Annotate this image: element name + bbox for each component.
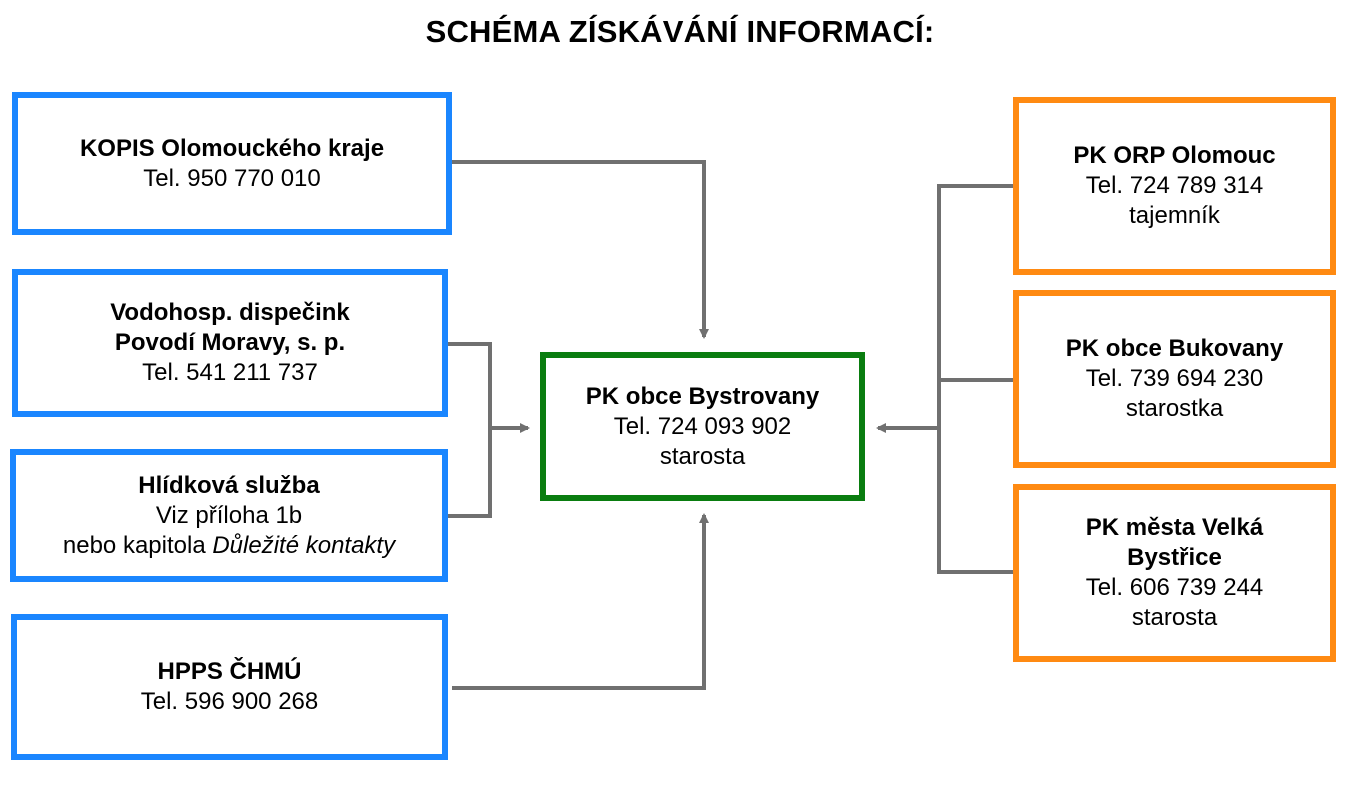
contact-box-velka-bystrice: PK města Velká Bystřice Tel. 606 739 244… xyxy=(1013,484,1336,662)
source-phone: Tel. 541 211 737 xyxy=(142,359,318,386)
source-note-prefix: nebo kapitola xyxy=(62,531,213,559)
source-phone: Tel. 950 770 010 xyxy=(143,164,321,192)
contact-role: starostka xyxy=(1125,395,1224,422)
contact-box-bukovany: PK obce Bukovany Tel. 739 694 230 staros… xyxy=(1013,290,1336,468)
contact-name: PK ORP Olomouc xyxy=(1073,142,1276,169)
contact-phone: Tel. 724 789 314 xyxy=(1085,172,1264,199)
center-phone: Tel. 724 093 902 xyxy=(613,412,792,440)
contact-role: starosta xyxy=(1131,604,1218,631)
source-note-line1: Viz příloha 1b xyxy=(155,501,303,529)
source-name-line2: Povodí Moravy, s. p. xyxy=(114,329,346,356)
center-name: PK obce Bystrovany xyxy=(585,382,820,410)
connector-hpps xyxy=(452,513,709,690)
source-name: KOPIS Olomouckého kraje xyxy=(79,134,385,162)
source-name: Hlídková služba xyxy=(138,471,320,499)
contact-phone: Tel. 606 739 244 xyxy=(1085,574,1264,601)
center-box-bystrovany: PK obce Bystrovany Tel. 724 093 902 star… xyxy=(540,352,865,501)
source-phone: Tel. 596 900 268 xyxy=(140,688,319,715)
source-box-vodohosp: Vodohosp. dispečink Povodí Moravy, s. p.… xyxy=(12,269,448,417)
diagram-title: SCHÉMA ZÍSKÁVÁNÍ INFORMACÍ: xyxy=(425,14,935,49)
contact-name-line2: Bystřice xyxy=(1127,544,1222,571)
source-box-hlidkova: Hlídková služba Viz příloha 1b nebo kapi… xyxy=(10,449,448,582)
contact-name: PK obce Bukovany xyxy=(1065,335,1284,362)
source-name: HPPS ČHMÚ xyxy=(157,658,302,685)
source-note-emphasis: Důležité kontakty xyxy=(212,531,396,559)
contact-box-orp-olomouc: PK ORP Olomouc Tel. 724 789 314 tajemník xyxy=(1013,97,1336,275)
connector-kopis xyxy=(452,160,709,339)
connector-vodohosp xyxy=(448,342,492,518)
contact-role: tajemník xyxy=(1129,202,1220,229)
source-note-line2: nebo kapitola Důležité kontakty xyxy=(63,531,395,561)
source-name-line1: Vodohosp. dispečink xyxy=(110,299,350,326)
source-box-hpps: HPPS ČHMÚ Tel. 596 900 268 xyxy=(11,614,448,760)
source-box-kopis: KOPIS Olomouckého kraje Tel. 950 770 010 xyxy=(12,92,452,235)
contact-name-line1: PK města Velká xyxy=(1085,514,1264,541)
contact-phone: Tel. 739 694 230 xyxy=(1085,365,1264,392)
center-role: starosta xyxy=(659,442,746,470)
